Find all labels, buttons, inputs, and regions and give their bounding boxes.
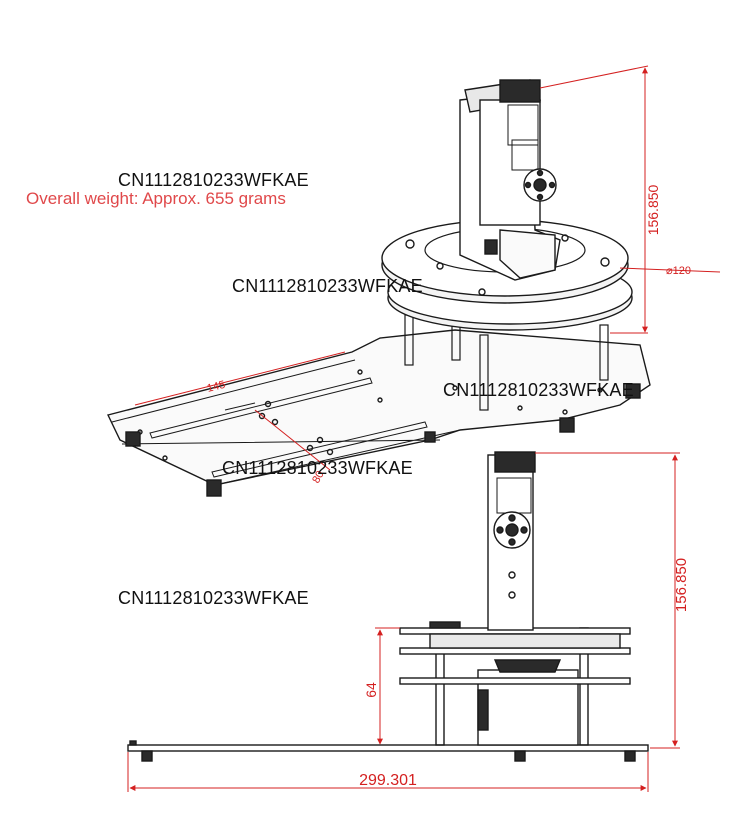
iso-height-dimension	[539, 65, 649, 334]
platform-height-dimension	[375, 627, 400, 745]
arm-length-label: 145	[206, 379, 227, 395]
iso-diameter-dimension	[619, 267, 721, 273]
base-length-dimension	[127, 752, 649, 792]
base-length-label: 299.301	[359, 772, 417, 789]
watermark-3: CN1112810233WFKAE	[443, 380, 634, 400]
side-height-label: 156.850	[673, 558, 690, 612]
iso-base-plate	[107, 329, 651, 497]
watermark-1: CN1112810233WFKAE	[118, 170, 309, 190]
platform-height-label: 64	[363, 682, 379, 698]
watermark-2: CN1112810233WFKAE	[232, 276, 423, 296]
side-height-dimension	[535, 452, 680, 749]
iso-standoffs	[404, 304, 609, 411]
watermark-5: CN1112810233WFKAE	[118, 588, 309, 608]
top-height-label: 156.850	[645, 184, 661, 235]
side-view	[127, 451, 680, 792]
overall-weight-text: Overall weight: Approx. 655 grams	[26, 189, 286, 208]
top-diameter-label: ⌀120	[666, 265, 691, 277]
watermark-4: CN1112810233WFKAE	[222, 458, 413, 478]
arm-width-label: 80	[310, 469, 327, 486]
iso-servo-tower	[459, 79, 561, 281]
iso-arm-dimension	[134, 351, 346, 471]
isometric-view	[107, 65, 721, 497]
